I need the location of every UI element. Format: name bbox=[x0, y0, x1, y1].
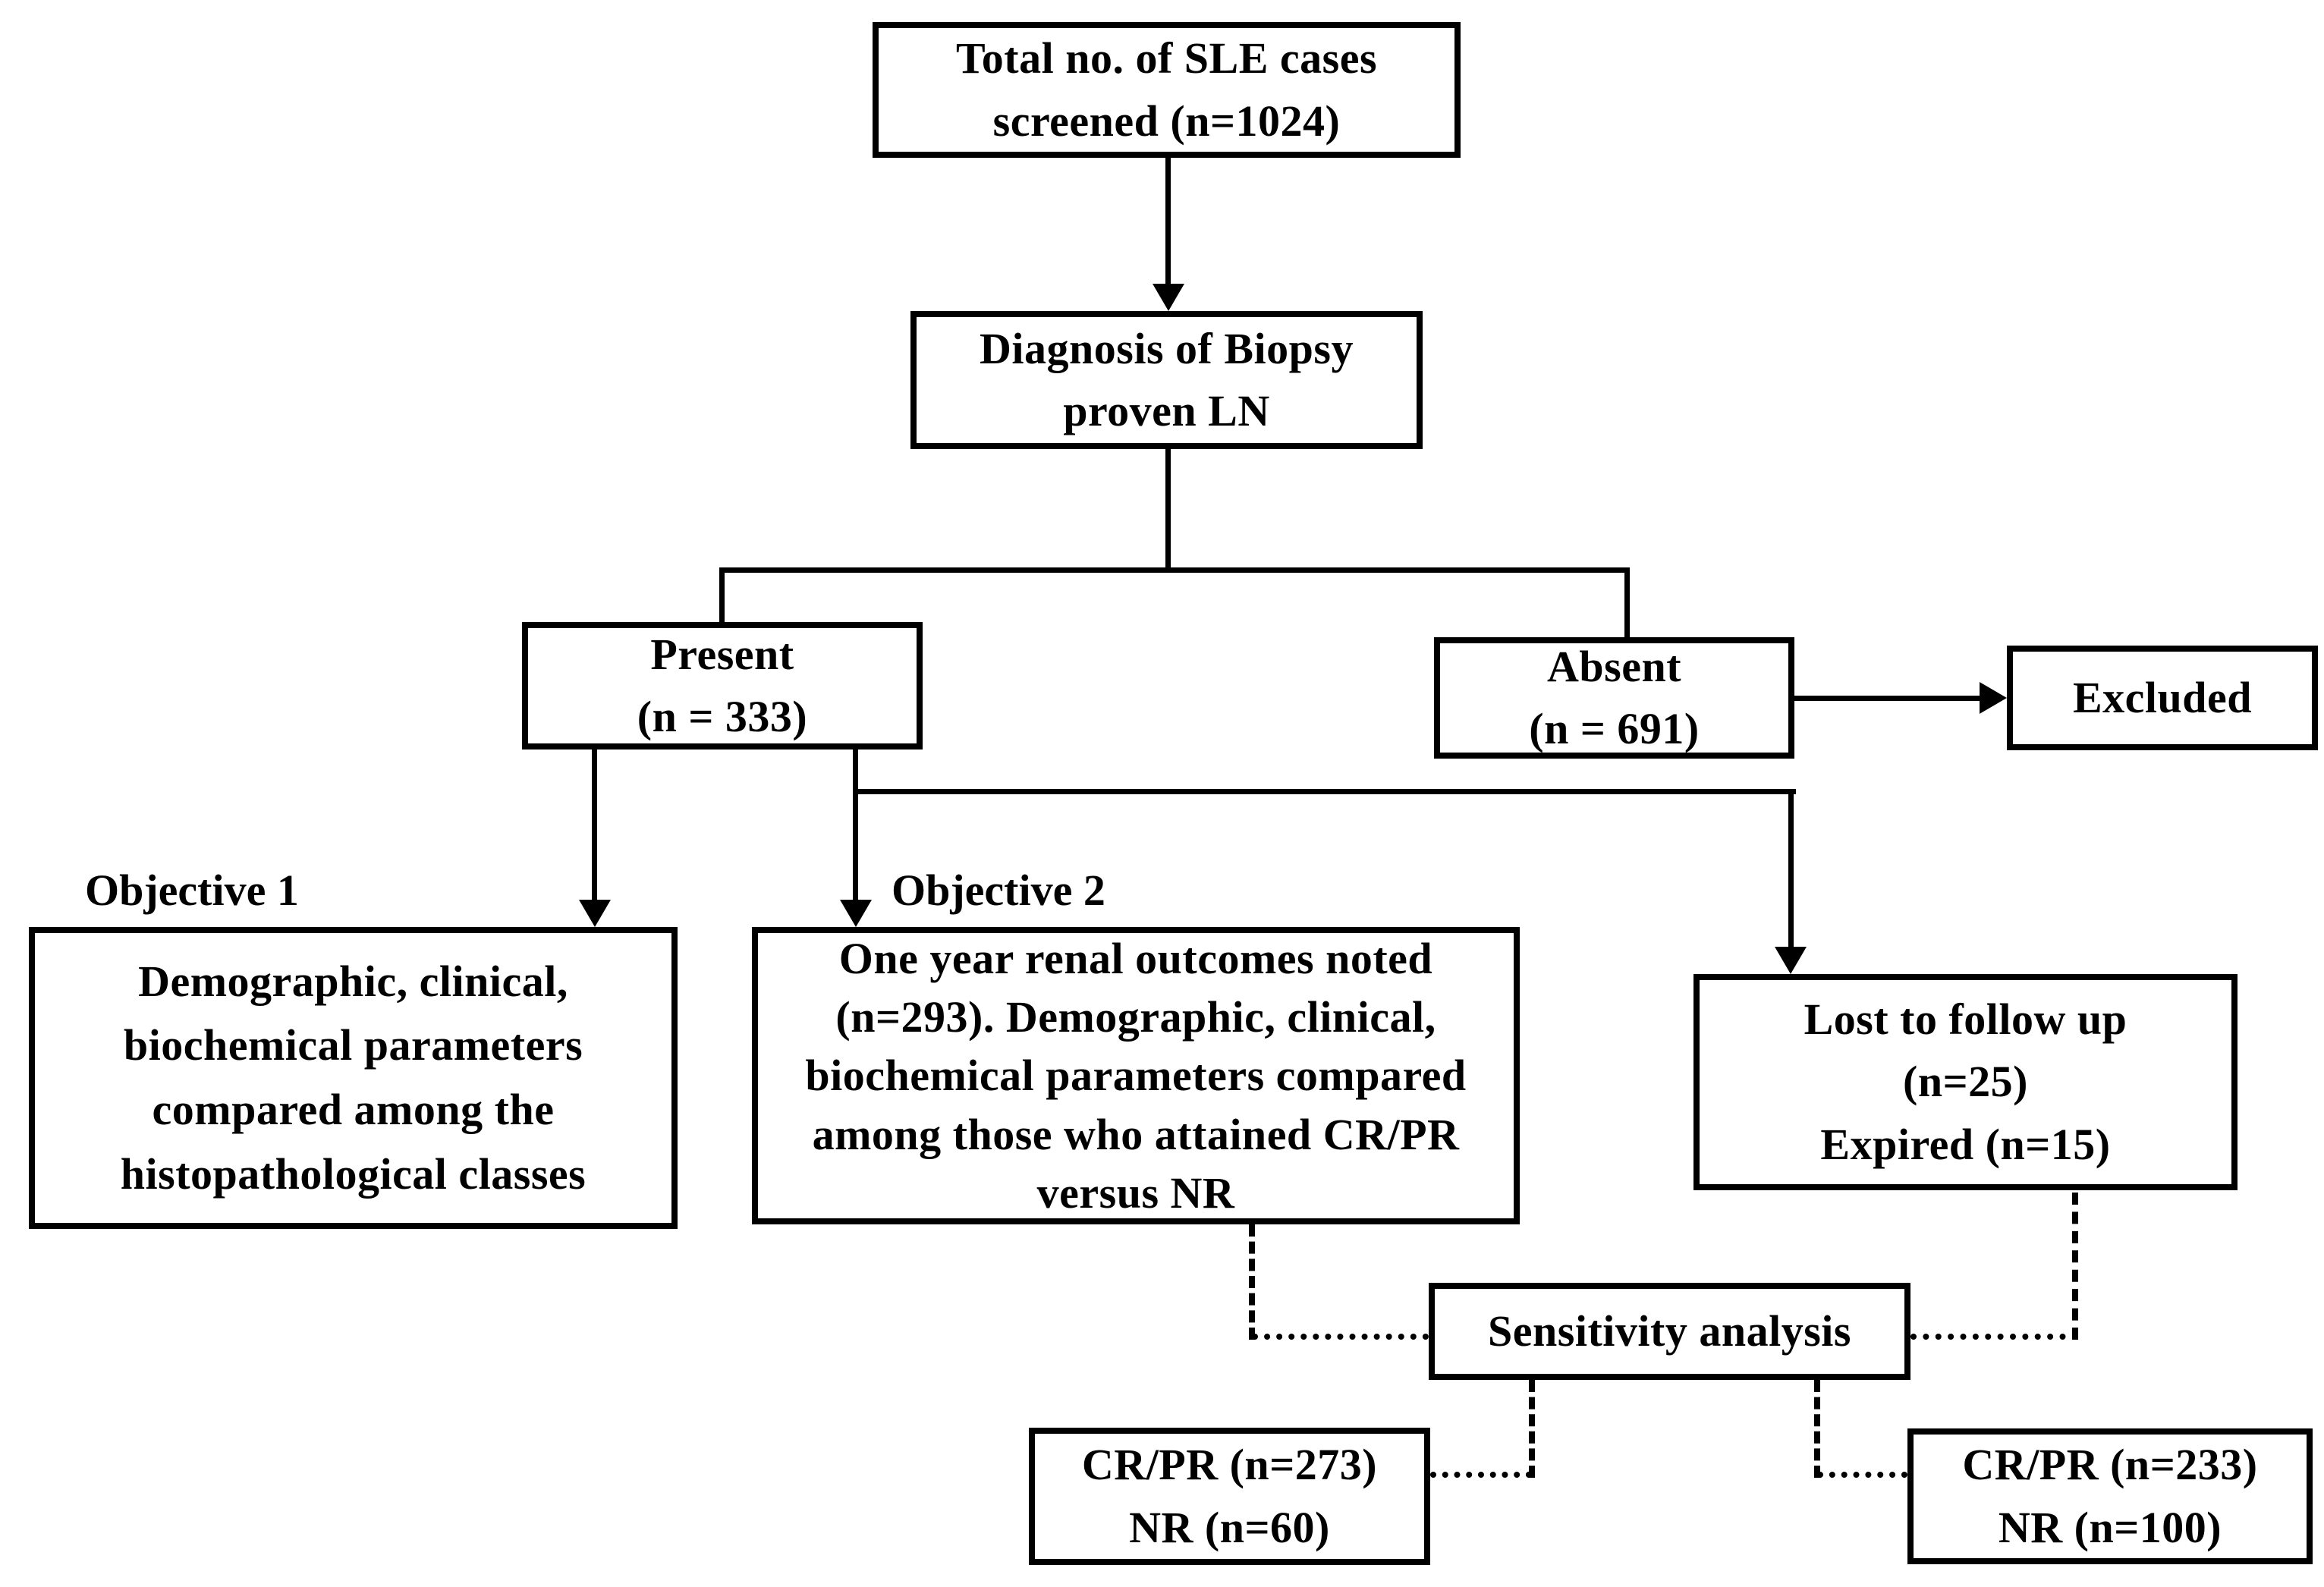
connector-total-to-diagnosis bbox=[1165, 158, 1171, 287]
node-total-sle-screened: Total no. of SLE cases screened (n=1024) bbox=[873, 22, 1461, 158]
node-lost-to-follow-up: Lost to follow up (n=25) Expired (n=15) bbox=[1693, 974, 2238, 1190]
node-line: biochemical parameters bbox=[123, 1020, 583, 1070]
node-diagnosis-biopsy-ln: Diagnosis of Biopsy proven LN bbox=[910, 311, 1423, 449]
connector-diagnosis-to-branch bbox=[1165, 449, 1171, 572]
connector-absent-to-excluded bbox=[1794, 696, 1983, 701]
arrowhead-down-icon bbox=[840, 900, 872, 927]
node-line: (n = 333) bbox=[637, 692, 808, 741]
node-line: NR (n=60) bbox=[1129, 1502, 1330, 1552]
connector-branch-horizontal bbox=[719, 567, 1630, 573]
node-line: Diagnosis of Biopsy bbox=[980, 323, 1354, 373]
connector-branch-to-absent bbox=[1624, 567, 1630, 642]
connector-present-to-objective2 bbox=[853, 746, 858, 901]
node-line: Excluded bbox=[2072, 672, 2253, 722]
node-line: proven LN bbox=[1063, 386, 1270, 435]
connector-branch-to-present bbox=[719, 567, 725, 627]
dotted-connector-to-crpr-left-box bbox=[1430, 1472, 1532, 1478]
node-excluded: Excluded bbox=[2007, 646, 2318, 750]
node-line: CR/PR (n=273) bbox=[1081, 1440, 1378, 1490]
node-line: Lost to follow up bbox=[1804, 994, 2127, 1044]
node-line: Present bbox=[650, 629, 794, 679]
node-line: Sensitivity analysis bbox=[1488, 1306, 1851, 1356]
node-line: (n=25) bbox=[1903, 1057, 2028, 1107]
node-line: (n = 691) bbox=[1529, 704, 1700, 753]
node-line: among those who attained CR/PR bbox=[812, 1109, 1460, 1159]
node-present: Present (n = 333) bbox=[522, 622, 923, 750]
node-line: versus NR bbox=[1036, 1167, 1235, 1218]
node-line: One year renal outcomes noted bbox=[838, 934, 1433, 984]
dotted-connector-to-crpr-right-box bbox=[1817, 1472, 1907, 1478]
dashed-connector-sensitivity-to-crpr-right bbox=[1814, 1380, 1820, 1478]
arrowhead-down-icon bbox=[1775, 947, 1807, 974]
node-line: Expired (n=15) bbox=[1820, 1119, 2111, 1169]
node-crpr-nr-full-analysis: CR/PR (n=273) NR (n=60) bbox=[1029, 1428, 1430, 1565]
dashed-connector-lost-to-sensitivity bbox=[2072, 1193, 2078, 1340]
dotted-connector-into-sensitivity-right bbox=[1910, 1334, 2078, 1340]
node-line: screened (n=1024) bbox=[992, 96, 1341, 146]
node-line: biochemical parameters compared bbox=[805, 1051, 1467, 1101]
node-line: NR (n=100) bbox=[1998, 1502, 2222, 1552]
dashed-connector-sensitivity-to-crpr-left bbox=[1529, 1380, 1535, 1478]
node-line: Absent bbox=[1546, 641, 1682, 691]
node-line: histopathological classes bbox=[120, 1149, 587, 1199]
node-objective2-description: One year renal outcomes noted (n=293). D… bbox=[752, 927, 1520, 1224]
node-line: compared among the bbox=[152, 1085, 555, 1134]
node-line: CR/PR (n=233) bbox=[1962, 1440, 2258, 1490]
label-objective-1: Objective 1 bbox=[85, 866, 299, 915]
node-objective1-description: Demographic, clinical, biochemical param… bbox=[29, 927, 678, 1229]
arrowhead-right-icon bbox=[1980, 682, 2007, 714]
node-line: Total no. of SLE cases bbox=[955, 33, 1378, 83]
connector-present-to-lost-horizontal bbox=[853, 789, 1796, 794]
node-sensitivity-analysis: Sensitivity analysis bbox=[1429, 1283, 1910, 1380]
node-crpr-nr-sensitivity: CR/PR (n=233) NR (n=100) bbox=[1907, 1428, 2313, 1564]
node-line: (n=293). Demographic, clinical, bbox=[835, 992, 1436, 1042]
node-line: Demographic, clinical, bbox=[138, 956, 568, 1006]
arrowhead-down-icon bbox=[579, 900, 611, 927]
connector-present-to-lost-vertical bbox=[1788, 789, 1794, 950]
dotted-connector-into-sensitivity-left bbox=[1252, 1334, 1429, 1340]
node-absent: Absent (n = 691) bbox=[1434, 637, 1794, 759]
arrowhead-down-icon bbox=[1153, 284, 1184, 311]
label-objective-2: Objective 2 bbox=[892, 866, 1105, 915]
dashed-connector-objective2-to-sensitivity bbox=[1249, 1224, 1255, 1340]
connector-present-to-objective1 bbox=[592, 746, 597, 901]
